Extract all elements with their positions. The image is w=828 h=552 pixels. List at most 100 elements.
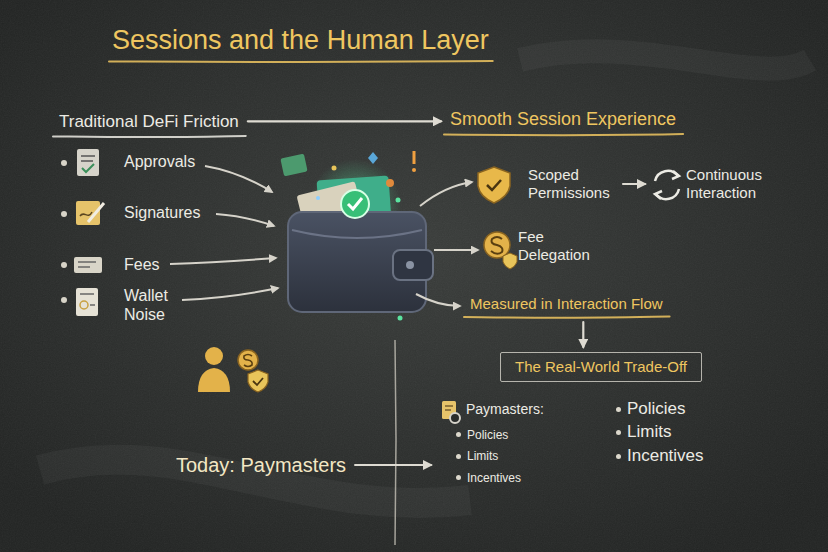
wallet-illustration: [316, 196, 320, 200]
friction-arrow: [170, 166, 278, 300]
chalk-underline: [53, 136, 246, 137]
person-icon: [238, 350, 258, 370]
wallet-illustration: [412, 168, 416, 172]
wallet-illustration: [341, 190, 369, 218]
shield-icon: [478, 167, 510, 203]
wallet-noise-icon: [76, 288, 98, 316]
person-icon: [198, 347, 268, 392]
list-bullet-dot: [61, 160, 67, 303]
item-label: Fee Delegation: [518, 228, 613, 264]
node-text: The Real-World Trade-Off: [515, 358, 687, 376]
approval-icon: [81, 160, 93, 162]
title-box: Sessions and the Human Layer: [112, 24, 489, 56]
friction-arrow: [216, 214, 274, 226]
fee-ticket-icon: [78, 261, 96, 263]
wallet-noise-icon: [76, 288, 98, 316]
wallet-illustration: [348, 198, 362, 209]
chalk-underline: [444, 134, 683, 135]
paymaster-icon: [450, 413, 460, 423]
bullet-item: Incentives: [454, 471, 544, 485]
shield-icon: [478, 167, 510, 203]
wallet-noise-icon: [80, 301, 88, 309]
wallet-noise-icon: [90, 304, 95, 306]
title-text: Sessions and the Human Layer: [112, 24, 489, 56]
item-label: Signatures: [124, 203, 201, 222]
flow-arrow: [355, 464, 431, 466]
wallet-illustration: [413, 151, 416, 164]
fee-ticket-icon: [74, 257, 102, 273]
person-icon: [198, 368, 230, 392]
person-icon: [205, 347, 223, 365]
bullet-label: Limits: [614, 422, 671, 442]
signature-icon: [88, 203, 104, 222]
session-arrow: [434, 249, 478, 251]
person-icon: [253, 378, 263, 385]
cycle-icon: [655, 171, 678, 181]
wallet-illustration: [332, 166, 337, 171]
label-box: Approvals: [124, 152, 195, 171]
wallet-illustration: [280, 154, 307, 177]
divider-line: [395, 340, 396, 545]
cycle-icon: [672, 171, 679, 179]
divider-line: [395, 340, 396, 545]
node-text: Continuous Interaction: [686, 166, 786, 202]
bullet-item: Policies: [454, 428, 544, 442]
coin-icon: [503, 253, 517, 269]
node-text: Measured in Interaction Flow: [470, 295, 663, 313]
cycle-icon: [656, 189, 679, 199]
wallet-illustration: [280, 151, 433, 321]
wallet-illustration: [406, 261, 414, 269]
session-arrow: [420, 182, 472, 206]
session-arrow: [416, 182, 478, 306]
paymaster-heading: Today: Paymasters: [172, 450, 350, 480]
chalk-underline: [53, 61, 683, 318]
shield-icon: [487, 180, 501, 190]
fee-ticket-icon: [78, 266, 90, 268]
trade-off-box: The Real-World Trade-Off: [500, 352, 702, 382]
label-box: Incentives: [614, 446, 704, 466]
label-box: Limits: [614, 422, 671, 442]
list-bullet-dot: [61, 211, 67, 217]
wallet-illustration: [368, 152, 378, 164]
node-text: Today: Paymasters: [176, 453, 346, 477]
paymaster-icon: [445, 405, 453, 406]
paymaster-list: Paymasters:PoliciesLimitsIncentives: [436, 398, 548, 488]
paymaster-icon: [442, 401, 460, 423]
flow-arrow: [248, 120, 441, 122]
label-box: Wallet Noise: [124, 286, 184, 324]
label-box: Fee Delegation: [518, 228, 613, 264]
bullet-label: Policies: [614, 399, 686, 419]
connector-group: [248, 121, 645, 465]
approval-icon: [82, 164, 94, 172]
wallet-noise-icon: [80, 293, 94, 295]
wallet-illustration: [396, 198, 401, 203]
friction-arrow: [170, 258, 276, 264]
label-box: Fees: [124, 255, 160, 274]
flow-arrow: [623, 183, 645, 185]
label-box: Policies: [614, 399, 686, 419]
cycle-icon: [655, 171, 679, 199]
section-heading: Traditional DeFi Friction: [55, 109, 243, 135]
signature-icon: [76, 201, 104, 225]
chalk-underline: [109, 61, 493, 62]
coin-icon: [484, 232, 517, 269]
cycle-icon: [655, 191, 662, 199]
coin-icon: [484, 232, 510, 258]
chalk-underline: [464, 317, 670, 318]
label-box: Signatures: [124, 203, 201, 222]
approval-icon: [77, 149, 99, 176]
board-ground: [520, 51, 810, 68]
item-label: Wallet Noise: [124, 286, 184, 324]
signature-icon: [80, 212, 92, 216]
approval-icon: [81, 155, 95, 157]
approval-icon: [77, 149, 99, 176]
friction-arrow: [205, 166, 272, 192]
session-arrow: [416, 294, 460, 306]
flow-arrow: [582, 322, 584, 347]
